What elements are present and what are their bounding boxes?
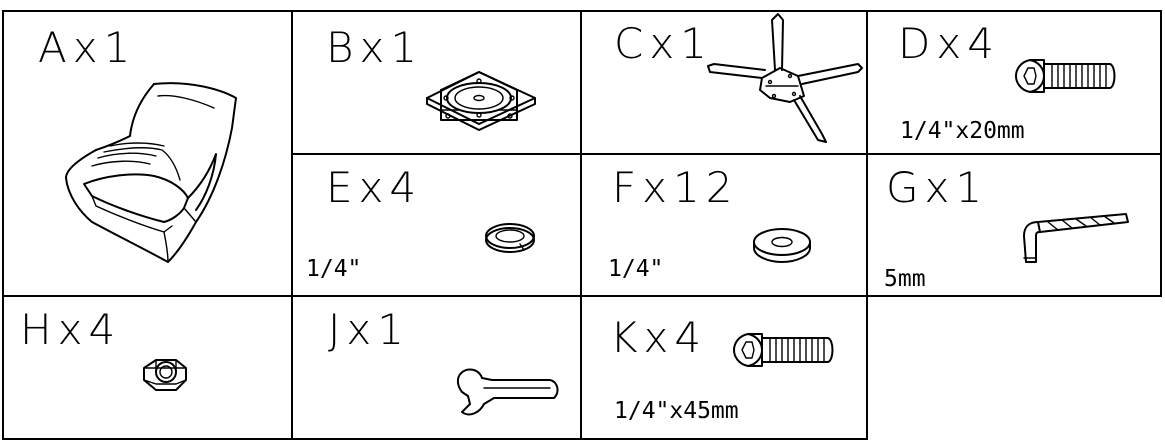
bolt-long-threads	[769, 337, 825, 363]
part-g-label: Gx1	[886, 163, 988, 212]
part-d-label: Dx4	[898, 19, 1000, 68]
part-a-cell: Ax1	[38, 23, 237, 263]
part-g-spec: 5mm	[884, 266, 926, 292]
wrench-icon	[456, 368, 559, 416]
part-b-cell: Bx1	[326, 23, 536, 131]
part-e-label: Ex4	[326, 163, 422, 212]
part-j-cell: Jx1	[328, 305, 559, 416]
swivel-plate-icon	[426, 71, 536, 131]
part-j-label: Jx1	[328, 305, 410, 354]
part-k-spec: 1/4"x45mm	[614, 398, 739, 424]
spring-washer-icon	[485, 223, 535, 253]
part-c-cell: Cx1	[614, 13, 863, 143]
part-b-label: Bx1	[326, 23, 423, 72]
bolt-short-threads	[1051, 63, 1107, 89]
part-a-label: Ax1	[38, 23, 136, 72]
part-k-cell: Kx4 1/4"x45mm	[610, 313, 834, 424]
nut-icon	[143, 359, 187, 391]
bolt-short-icon	[1015, 59, 1116, 93]
part-h-label: Hx4	[20, 305, 121, 354]
bolt-long-icon	[733, 333, 834, 367]
part-f-spec: 1/4"	[608, 256, 663, 282]
part-h-cell: Hx4	[20, 305, 187, 391]
part-g-cell: Gx1 5mm	[884, 163, 1129, 292]
part-d-cell: Dx4 1/4"x20mm	[898, 19, 1116, 144]
part-d-spec: 1/4"x20mm	[900, 118, 1025, 144]
parts-grid	[2, 10, 1164, 445]
part-c-label: Cx1	[614, 19, 713, 68]
part-e-cell: Ex4 1/4"	[306, 163, 535, 282]
flat-washer-icon	[753, 228, 811, 263]
chair-icon	[65, 82, 237, 263]
allen-key-icon	[1023, 213, 1129, 263]
part-e-spec: 1/4"	[306, 256, 361, 282]
empty-cell-mask	[868, 297, 1164, 445]
part-f-cell: Fx12 1/4"	[608, 163, 811, 282]
part-k-label: Kx4	[610, 313, 707, 362]
part-f-label: Fx12	[612, 163, 738, 212]
star-base-icon	[707, 13, 863, 143]
